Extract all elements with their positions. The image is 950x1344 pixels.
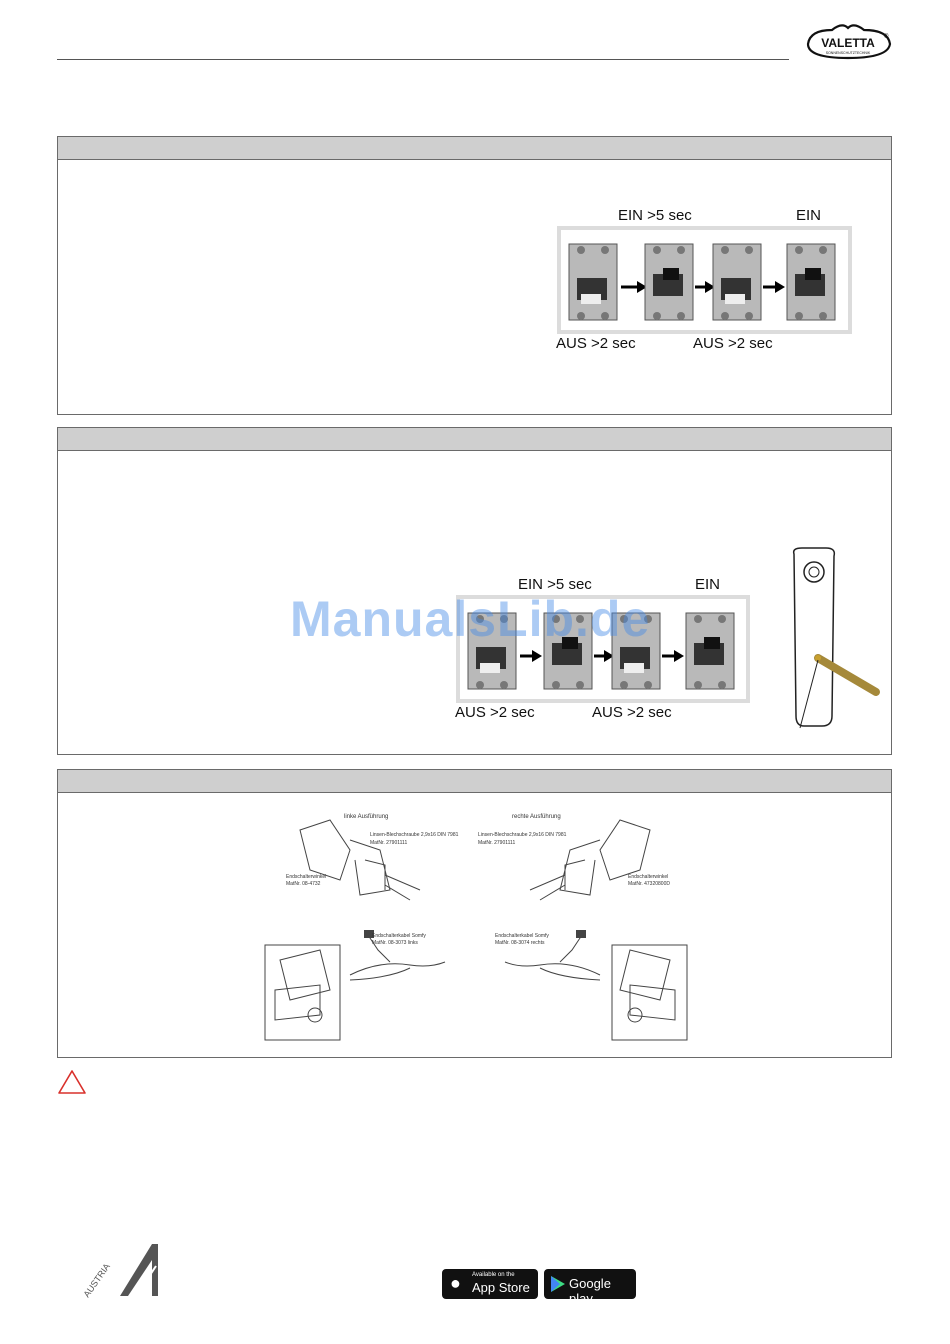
appstore-small-text: Available on the (472, 1272, 515, 1278)
right-screw-number: MatNr. 27901111 (478, 840, 516, 846)
appstore-big-text: App Store (472, 1280, 530, 1295)
left-screw-label: Linsen-Blechschraube 2,9x16 DIN 7981 (370, 832, 459, 838)
label-aus-1b: AUS >2 sec (693, 335, 773, 352)
limit-switch-assembly-drawing (264, 819, 688, 1041)
austria-logo: AUSTRIA (82, 1244, 158, 1299)
breaker-on-3 (543, 612, 593, 690)
breaker-diagram-1-frame (557, 226, 852, 334)
valetta-logo: VALETTA ® SONNENSCHUTZTECHNIK (802, 20, 894, 64)
brand-text: VALETTA (821, 36, 875, 50)
breaker-on-4 (685, 612, 735, 690)
apple-icon: ● (450, 1273, 461, 1293)
brand-tagline: SONNENSCHUTZTECHNIK (826, 51, 871, 55)
breaker-off-3 (467, 612, 517, 690)
section-1-header-bar (58, 137, 891, 160)
label-aus-1a: AUS >2 sec (556, 335, 636, 352)
right-variant-title: rechte Ausführung (512, 814, 561, 820)
breaker-sequence-1 (568, 243, 836, 321)
remote-control-illustration (792, 547, 880, 729)
breaker-off-4 (611, 612, 661, 690)
left-bracket-label: Endschalterwinkel (286, 874, 327, 880)
breaker-sequence-2 (467, 612, 735, 690)
right-cable-number: MatNr. 08-3074 rechts (495, 940, 545, 946)
section-3-header-bar (58, 770, 891, 793)
right-bracket-label: Endschalterwinkel (628, 874, 669, 880)
label-aus-2a: AUS >2 sec (455, 704, 535, 721)
austria-text: AUSTRIA (82, 1261, 112, 1299)
label-ein-2: EIN (695, 576, 721, 593)
app-store-badge[interactable]: ● Available on the App Store (442, 1269, 538, 1299)
header-rule (57, 59, 789, 60)
breaker-off-2 (712, 243, 762, 321)
left-cable-label: Endschalterkabel Somfy (372, 933, 426, 939)
label-ein-1: EIN (796, 207, 822, 224)
right-screw-label: Linsen-Blechschraube 2,9x16 DIN 7981 (478, 832, 567, 838)
brand-mark: ® (884, 33, 889, 40)
breaker-off-1 (568, 243, 618, 321)
breaker-diagram-2-frame (456, 595, 750, 703)
left-bracket-number: MatNr. 08-4732 (286, 881, 321, 887)
google-play-badge[interactable]: Google play (544, 1269, 636, 1306)
breaker-on-2 (786, 243, 836, 321)
label-ein-long-1: EIN >5 sec (618, 207, 692, 224)
right-bracket-number: MatNr. 47320800D (628, 881, 670, 887)
section-3 (57, 769, 892, 1058)
breaker-on-1 (644, 243, 694, 321)
googleplay-text: Google play (569, 1276, 611, 1306)
warning-triangle-icon (58, 1070, 86, 1094)
label-ein-long-2: EIN >5 sec (518, 576, 592, 593)
google-play-icon (551, 1276, 565, 1292)
right-cable-label: Endschalterkabel Somfy (495, 933, 549, 939)
watermark: ManualsLib.de (290, 591, 651, 647)
left-screw-number: MatNr. 27901111 (370, 840, 408, 846)
label-aus-2b: AUS >2 sec (592, 704, 672, 721)
left-variant-title: linke Ausführung (344, 814, 389, 820)
left-cable-number: MatNr. 08-3073 links (372, 940, 418, 946)
section-2-header-bar (58, 428, 891, 451)
